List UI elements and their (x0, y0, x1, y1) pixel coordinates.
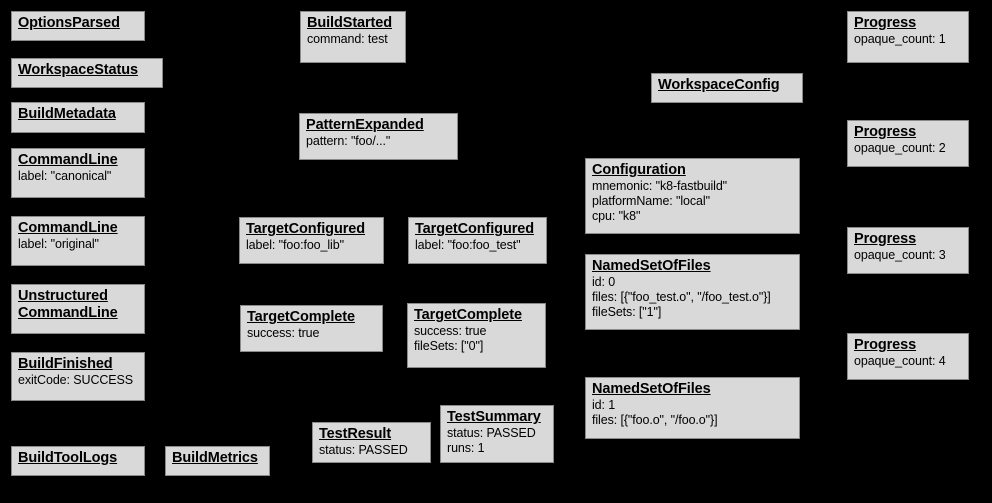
node-field: opaque_count: 3 (854, 248, 946, 262)
node-field: files: [{"foo_test.o", "/foo_test.o"}] (592, 290, 771, 304)
node-title: Progress (854, 231, 917, 247)
node-field: label: "foo:foo_test" (415, 238, 521, 252)
node-fields: label: "foo:foo_test" (415, 238, 541, 253)
node-title: Progress (854, 337, 917, 353)
node-unstructured-command-line[interactable]: Unstructured CommandLine (11, 284, 145, 334)
node-fields: label: "original" (18, 237, 139, 252)
node-title: TargetConfigured (246, 221, 365, 237)
node-title: Unstructured CommandLine (18, 288, 118, 321)
node-title: TargetComplete (414, 307, 522, 323)
node-title: Configuration (592, 162, 686, 178)
node-title: WorkspaceConfig (658, 77, 780, 93)
node-title: TargetConfigured (415, 221, 534, 237)
node-field: status: PASSED (319, 443, 408, 457)
node-field: platformName: "local" (592, 194, 710, 208)
node-field: label: "foo:foo_lib" (246, 238, 344, 252)
node-title: BuildMetadata (18, 106, 116, 122)
node-field: id: 1 (592, 398, 616, 412)
node-title: Progress (854, 124, 917, 140)
node-field: exitCode: SUCCESS (18, 373, 134, 387)
node-field: label: "canonical" (18, 169, 112, 183)
node-workspace-status[interactable]: WorkspaceStatus (11, 58, 163, 88)
node-fields: success: true (247, 326, 377, 341)
node-field: fileSets: ["0"] (414, 339, 484, 353)
node-fields: opaque_count: 1 (854, 32, 963, 47)
node-title: TargetComplete (247, 309, 355, 325)
node-fields: opaque_count: 4 (854, 354, 963, 369)
node-title: CommandLine (18, 152, 118, 168)
node-fields: pattern: "foo/..." (306, 134, 452, 149)
node-title: TestSummary (447, 409, 541, 425)
node-workspace-config[interactable]: WorkspaceConfig (651, 73, 803, 103)
node-title: OptionsParsed (18, 15, 120, 31)
node-title: CommandLine (18, 220, 118, 236)
node-title: WorkspaceStatus (18, 62, 138, 78)
node-field: files: [{"foo.o", "/foo.o"}] (592, 413, 718, 427)
node-title: BuildToolLogs (18, 450, 118, 466)
node-build-metadata[interactable]: BuildMetadata (11, 102, 145, 133)
node-field: pattern: "foo/..." (306, 134, 391, 148)
node-title: NamedSetOfFiles (592, 258, 711, 274)
node-title: BuildStarted (307, 15, 393, 31)
node-options-parsed[interactable]: OptionsParsed (11, 11, 145, 41)
node-field: status: PASSED (447, 426, 536, 440)
node-build-metrics[interactable]: BuildMetrics (165, 446, 270, 476)
node-title: NamedSetOfFiles (592, 381, 711, 397)
node-field: label: "original" (18, 237, 99, 251)
node-title: BuildFinished (18, 356, 113, 372)
node-field: command: test (307, 32, 388, 46)
node-field: success: true (414, 324, 487, 338)
node-field: mnemonic: "k8-fastbuild" (592, 179, 728, 193)
node-field: opaque_count: 1 (854, 32, 946, 46)
node-field: opaque_count: 2 (854, 141, 946, 155)
node-title: TestResult (319, 426, 392, 442)
node-fields: mnemonic: "k8-fastbuild"platformName: "l… (592, 179, 794, 224)
node-fields: label: "foo:foo_lib" (246, 238, 378, 253)
node-fields: command: test (307, 32, 400, 47)
node-fields: label: "canonical" (18, 169, 139, 184)
node-field: opaque_count: 4 (854, 354, 946, 368)
node-fields: status: PASSED (319, 443, 425, 458)
node-title: Progress (854, 15, 917, 31)
node-title: BuildMetrics (172, 450, 258, 466)
node-field: runs: 1 (447, 441, 485, 455)
node-fields: exitCode: SUCCESS (18, 373, 139, 388)
node-field: success: true (247, 326, 320, 340)
node-fields: opaque_count: 2 (854, 141, 963, 156)
node-field: id: 0 (592, 275, 616, 289)
node-field: cpu: "k8" (592, 209, 641, 223)
node-title: PatternExpanded (306, 117, 424, 133)
node-build-tool-logs[interactable]: BuildToolLogs (11, 446, 145, 476)
node-field: fileSets: ["1"] (592, 305, 662, 319)
node-fields: opaque_count: 3 (854, 248, 963, 263)
